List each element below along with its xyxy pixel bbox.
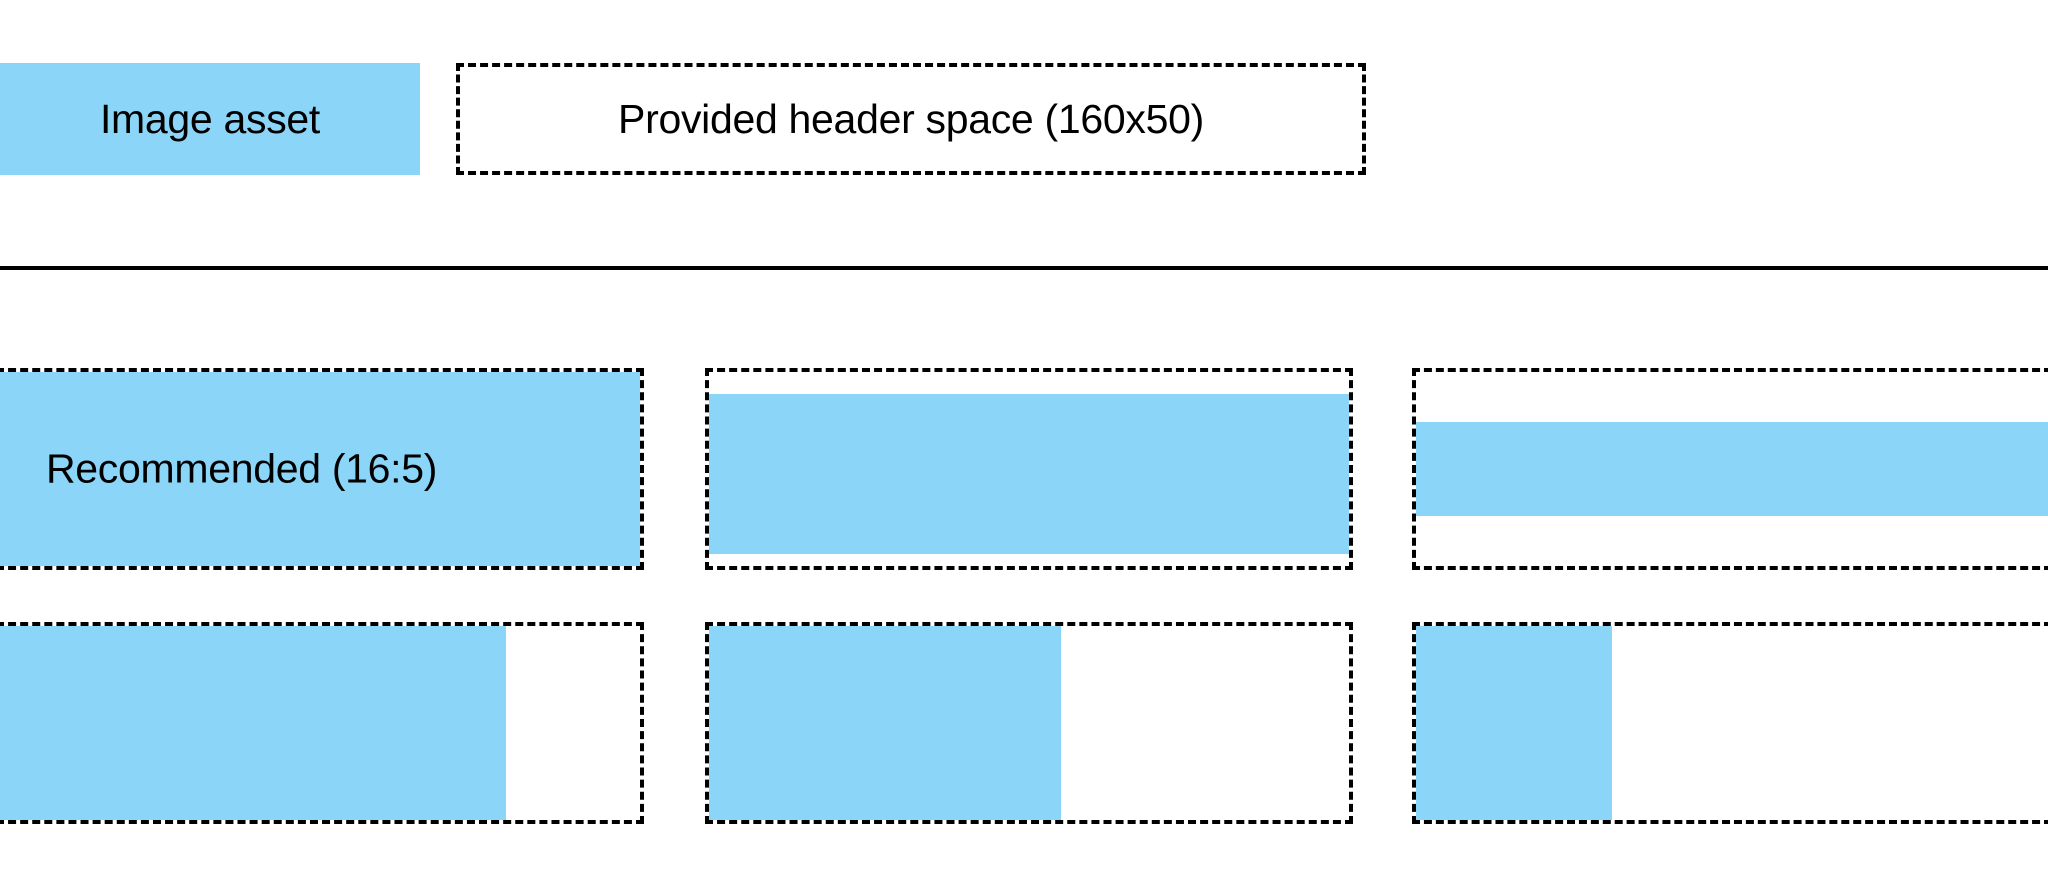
example-card-centered-band	[1412, 368, 2048, 570]
example-card-width-31	[1412, 622, 2048, 824]
image-asset-label: Image asset	[99, 95, 321, 142]
asset-fill-left-55	[709, 626, 1061, 820]
example-row-1: Recommended (16:5)	[0, 368, 2048, 570]
asset-fill-inset-vertical	[709, 394, 1349, 554]
recommended-ratio-label: Recommended (16:5)	[46, 445, 438, 492]
asset-fill-centered-band	[1416, 422, 2048, 516]
example-card-width-55	[705, 622, 1353, 824]
asset-fill-left-31	[1416, 626, 1612, 820]
example-card-inset-vertical	[705, 368, 1353, 570]
example-card-recommended: Recommended (16:5)	[0, 368, 644, 570]
example-card-width-79	[0, 622, 644, 824]
asset-fill-full	[0, 372, 640, 566]
section-divider	[0, 266, 2048, 270]
asset-fill-left-79	[0, 626, 506, 820]
provided-header-space-box: Provided header space (160x50)	[456, 63, 1366, 175]
image-asset-swatch: Image asset	[0, 63, 420, 175]
example-row-2	[0, 622, 2048, 824]
provided-header-space-label: Provided header space (160x50)	[618, 95, 1204, 142]
